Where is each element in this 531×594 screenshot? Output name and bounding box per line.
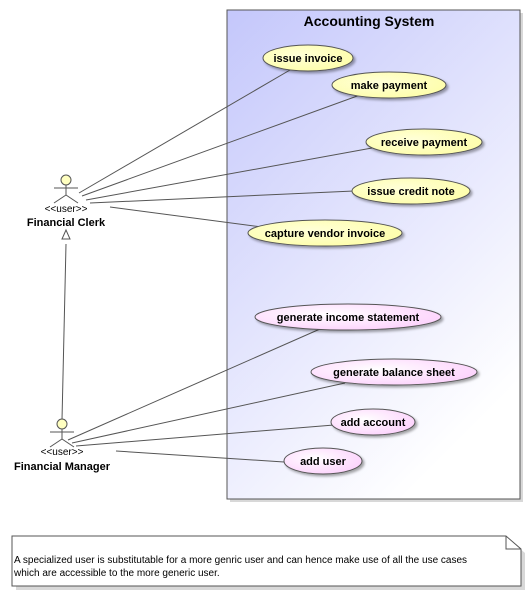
use-case-capture-vendor-invoice[interactable]: capture vendor invoice	[247, 219, 403, 247]
use-case-issue-invoice[interactable]: issue invoice	[262, 44, 354, 72]
assoc-manager-income-statement	[67, 328, 321, 441]
use-case-label: add account	[341, 417, 406, 429]
use-case-label: make payment	[351, 80, 428, 92]
use-case-receive-payment[interactable]: receive payment	[365, 128, 483, 156]
assoc-manager-add-user	[115, 450, 285, 463]
use-case-issue-credit-note[interactable]: issue credit note	[351, 177, 471, 205]
actor-financial-clerk[interactable]: <<user>> Financial Clerk	[27, 174, 106, 229]
actor-stereotype: <<user>>	[45, 204, 88, 215]
generalization-arrowhead	[61, 228, 71, 240]
use-case-label: generate balance sheet	[333, 367, 455, 379]
assoc-clerk-issue-invoice	[78, 69, 291, 194]
note: A specialized user is substitutable for …	[11, 535, 525, 590]
use-case-generate-income-statement[interactable]: generate income statement	[254, 303, 442, 331]
use-case-make-payment[interactable]: make payment	[331, 71, 447, 99]
use-case-label: receive payment	[381, 137, 468, 149]
associations	[61, 69, 373, 463]
assoc-manager-balance-sheet	[71, 382, 346, 444]
use-case-label: issue invoice	[273, 53, 342, 65]
assoc-clerk-issue-credit-note	[89, 190, 355, 204]
use-case-label: add user	[300, 456, 347, 468]
note-line-1: A specialized user is substitutable for …	[14, 555, 467, 566]
actor-name: Financial Manager	[14, 461, 111, 473]
assoc-clerk-make-payment	[81, 94, 361, 197]
assoc-clerk-capture-vendor-invoice	[109, 206, 263, 228]
use-case-add-user[interactable]: add user	[283, 447, 363, 475]
actor-name: Financial Clerk	[27, 217, 106, 229]
use-case-add-account[interactable]: add account	[330, 408, 416, 436]
actor-financial-manager[interactable]: <<user>> Financial Manager	[14, 418, 111, 473]
use-case-label: generate income statement	[277, 312, 420, 324]
stick-figure-icon	[49, 418, 75, 448]
assoc-manager-add-account	[75, 424, 335, 447]
use-case-generate-balance-sheet[interactable]: generate balance sheet	[310, 358, 478, 386]
stick-figure-icon	[53, 174, 79, 204]
use-case-label: capture vendor invoice	[265, 228, 385, 240]
use-case-label: issue credit note	[367, 186, 454, 198]
assoc-clerk-receive-payment	[85, 147, 373, 201]
note-line-2: which are accessible to the more generic…	[13, 568, 220, 579]
actor-stereotype: <<user>>	[41, 447, 84, 458]
generalization-manager-clerk	[61, 243, 67, 421]
system-title: Accounting System	[304, 13, 435, 29]
